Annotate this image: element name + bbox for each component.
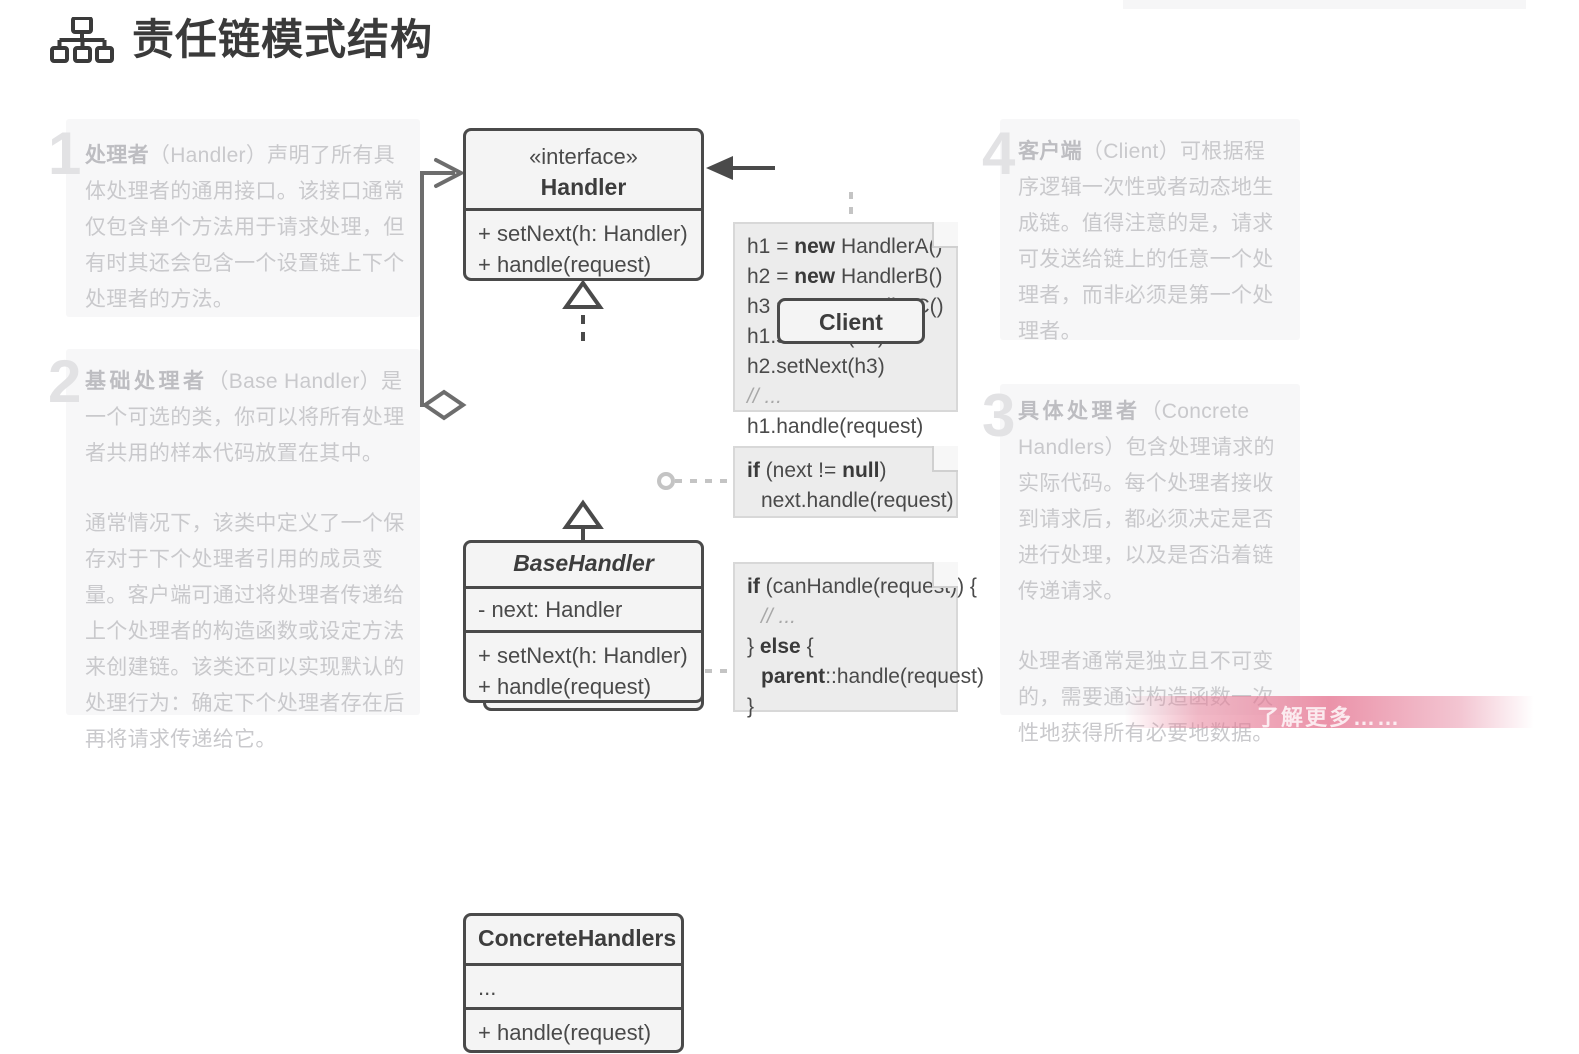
aggregation-diamond [421, 389, 467, 421]
side-note-4-body: 客户端（Client）可根据程序逻辑一次性或者动态地生成链。值得注意的是，请求可… [1018, 134, 1284, 350]
class-client[interactable]: Client [777, 298, 925, 344]
class-basehandler-method-handle: + handle(request) [478, 674, 652, 699]
class-handler-method-handle: + handle(request) [478, 252, 652, 277]
side-note-2-card [66, 349, 420, 715]
note-client-line-6: // ... [747, 385, 783, 408]
note-basehandler-line-2: next.handle(request) [761, 489, 954, 512]
aggregation-open-arrowhead [434, 158, 466, 188]
class-basehandler-method-setnext: + setNext(h: Handler) [478, 643, 688, 668]
note-fold-corner-icon [932, 562, 958, 588]
side-note-1-number: 1 [48, 120, 82, 187]
side-note-3-body: 具体处理者（Concrete Handlers）包含处理请求的实际代码。每个处理… [1018, 394, 1284, 752]
note-fold-corner-icon [932, 222, 958, 248]
class-handler-header: «interface» Handler [466, 131, 701, 208]
class-basehandler[interactable]: BaseHandler - next: Handler + setNext(h:… [463, 540, 704, 703]
class-basehandler-fields: - next: Handler [466, 586, 701, 630]
class-concretehandlers-field-ellipsis: ... [478, 975, 497, 1000]
note-concretehandler-line-1: if (canHandle(request)) { [747, 575, 977, 598]
side-note-4-number: 4 [982, 120, 1016, 187]
note-client-line-1: h1 = new HandlerA() [747, 235, 943, 258]
class-concretehandlers[interactable]: ConcreteHandlers ... + handle(request) [463, 913, 684, 1053]
class-concretehandlers-header: ConcreteHandlers [466, 916, 681, 963]
class-handler[interactable]: «interface» Handler + setNext(h: Handler… [463, 128, 704, 281]
side-note-3-card [1000, 384, 1300, 715]
dependency-arrowhead [706, 156, 733, 180]
note-concretehandler-code: if (canHandle(request)) { // ... } else … [733, 562, 984, 718]
uml-connectors [420, 156, 853, 680]
class-handler-method-setnext: + setNext(h: Handler) [478, 221, 688, 246]
watermark-banner: 了解更多…… [1124, 696, 1534, 730]
class-client-header: Client [780, 301, 922, 343]
top-decoration-bar [1123, 0, 1526, 9]
note-concretehandler-line-2: // ... [761, 605, 797, 628]
watermark-text: 了解更多…… [1256, 705, 1401, 730]
side-note-1-paragraph: 处理者（Handler）声明了所有具体处理者的通用接口。该接口通常仅包含单个方法… [85, 144, 405, 311]
class-handler-stereotype: «interface» [529, 144, 638, 169]
side-note-4-card [1000, 119, 1300, 340]
side-note-4-paragraph: 客户端（Client）可根据程序逻辑一次性或者动态地生成链。值得注意的是，请求可… [1018, 140, 1274, 343]
class-basehandler-methods: + setNext(h: Handler) + handle(request) [466, 630, 701, 708]
class-handler-methods: + setNext(h: Handler) + handle(request) [466, 208, 701, 286]
note-client-line-7: h1.handle(request) [747, 415, 924, 438]
side-note-3-number: 3 [982, 382, 1016, 449]
page-title: 责任链模式结构 [50, 8, 433, 72]
note-concretehandler-line-5: } [747, 695, 755, 718]
side-note-2-paragraph-1: 基础处理者（Base Handler）是一个可选的类，你可以将所有处理者共用的样… [85, 370, 405, 465]
class-concretehandlers-method-handle: + handle(request) [478, 1020, 652, 1045]
realization-triangle [562, 279, 604, 309]
note-concretehandler-line-3: } else { [747, 635, 814, 658]
hierarchy-icon [50, 17, 114, 63]
class-basehandler-name: BaseHandler [513, 550, 654, 576]
class-basehandler-header: BaseHandler [466, 543, 701, 586]
side-note-3-paragraph-1: 具体处理者（Concrete Handlers）包含处理请求的实际代码。每个处理… [1018, 400, 1275, 603]
note-client-line-2: h2 = new HandlerB() [747, 265, 943, 288]
page-title-text: 责任链模式结构 [132, 16, 434, 63]
class-handler-name: Handler [540, 174, 627, 200]
class-concretehandlers-name: ConcreteHandlers [478, 925, 677, 951]
side-note-1-body: 处理者（Handler）声明了所有具体处理者的通用接口。该接口通常仅包含单个方法… [85, 138, 405, 318]
inheritance-triangle [562, 499, 604, 529]
side-note-1-card [66, 119, 420, 317]
class-concretehandlers-methods: + handle(request) [466, 1007, 681, 1054]
note-fold-corner-icon [932, 446, 958, 472]
class-basehandler-field-next: - next: Handler [478, 597, 623, 622]
basehandler-note-socket [657, 472, 675, 490]
note-basehandler-line-1: if (next != null) [747, 459, 887, 482]
aggregation-line [420, 171, 455, 407]
class-client-name: Client [819, 309, 883, 335]
note-client-line-5: h2.setNext(h3) [747, 355, 885, 378]
side-note-2-number: 2 [48, 348, 82, 415]
class-concretehandlers-fields: ... [466, 963, 681, 1007]
note-basehandler-code: if (next != null) next.handle(request) [733, 446, 958, 518]
note-concretehandler-line-4: parent::handle(request) [761, 665, 984, 688]
